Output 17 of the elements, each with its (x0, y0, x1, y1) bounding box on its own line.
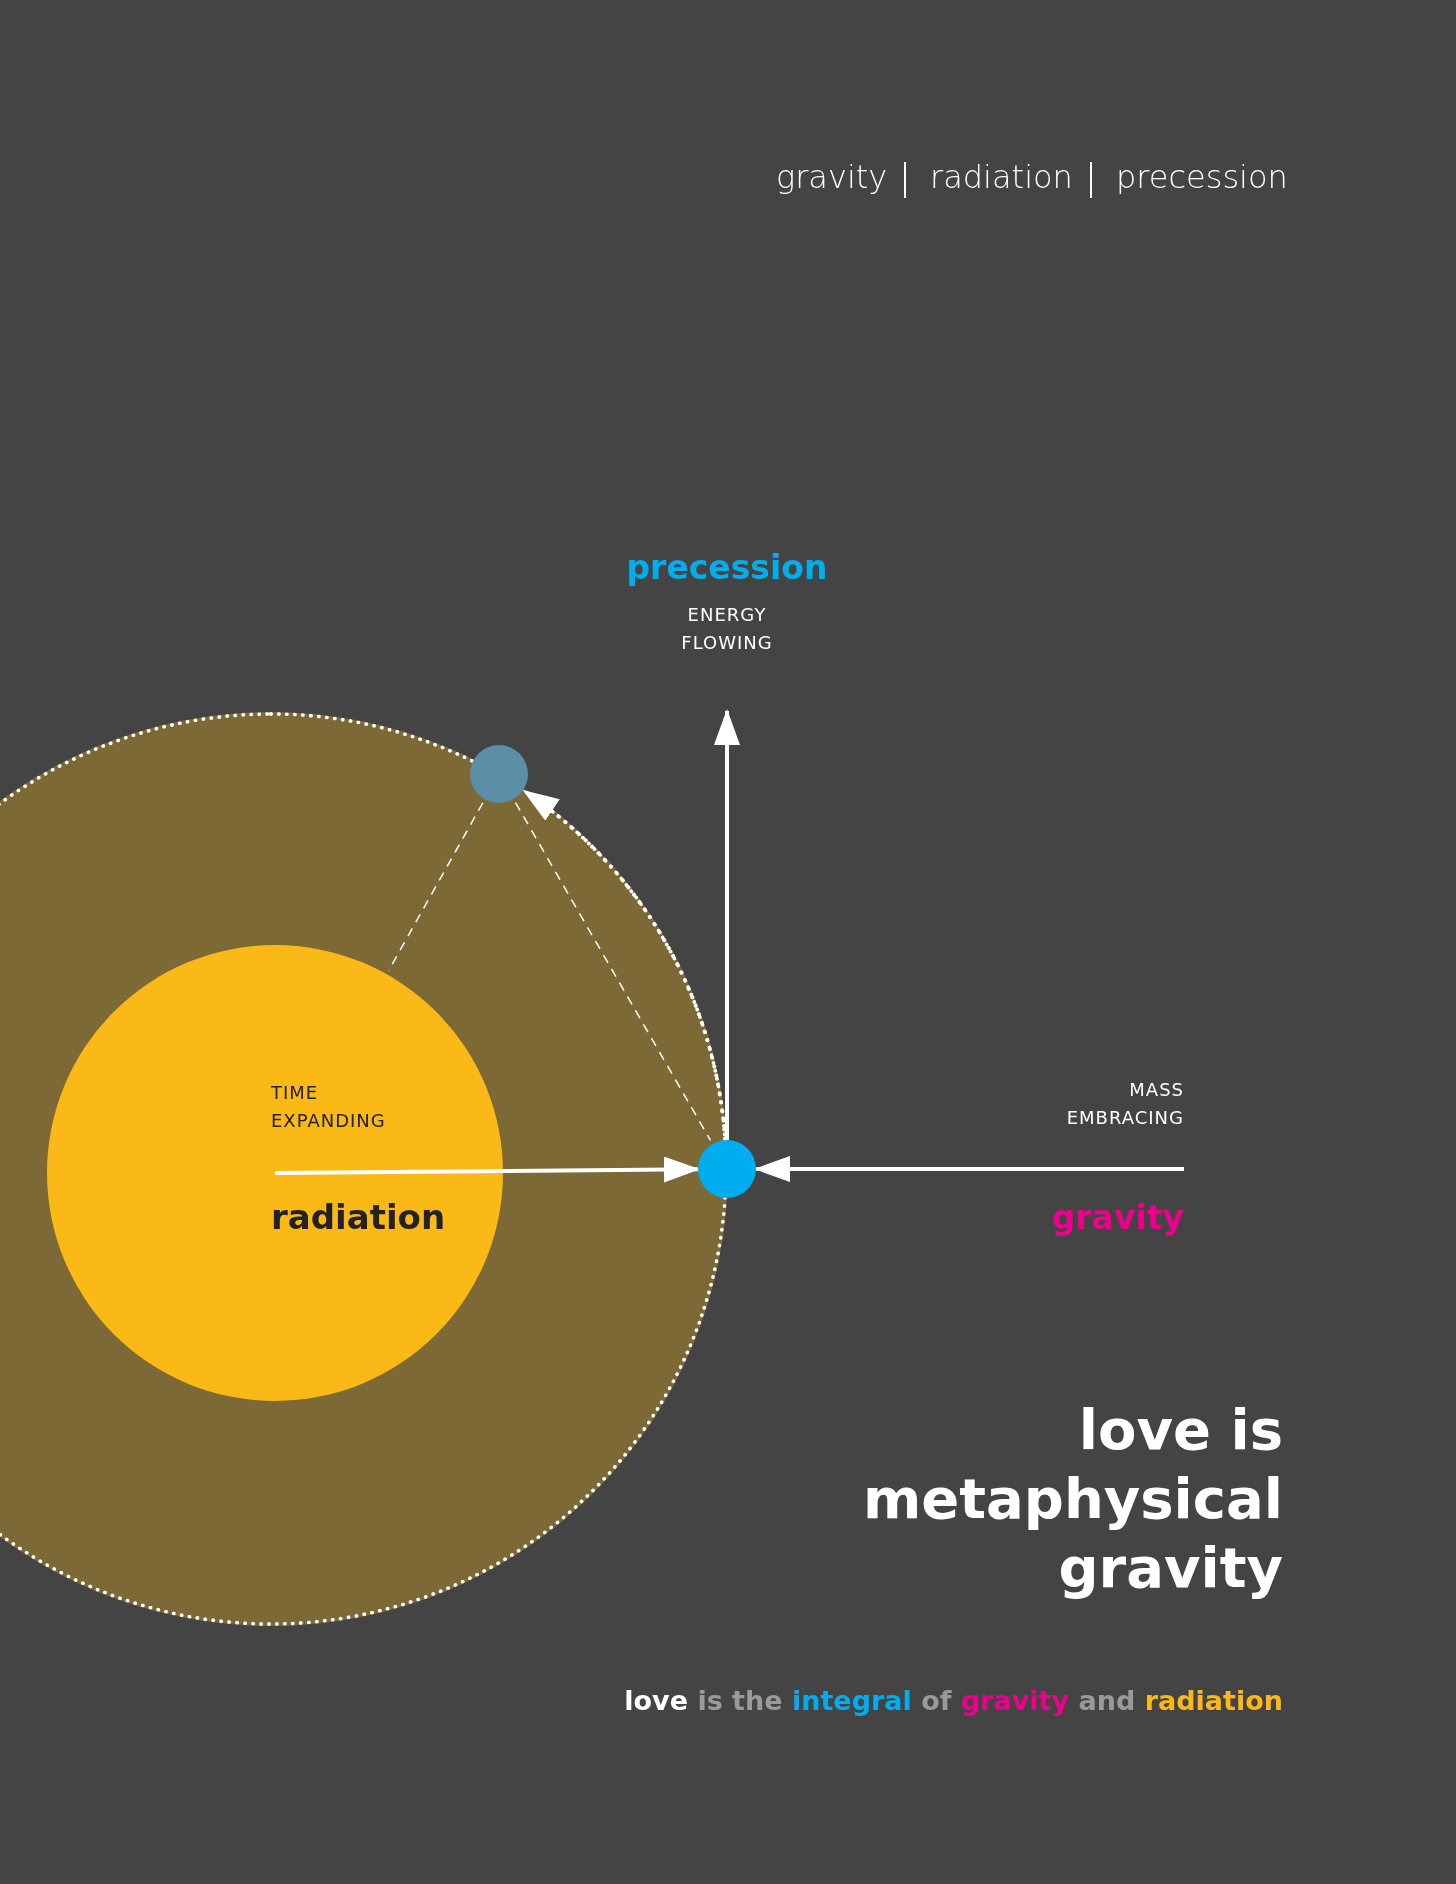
axis-label: ENERGY FLOWING (680, 603, 774, 655)
caption-text: love is the integral of gravity and radiation (624, 1685, 1283, 1716)
header-label: gravity (776, 158, 888, 196)
center-dot (698, 1140, 756, 1198)
dashed-line (387, 802, 484, 972)
axis-title: gravity (1050, 1198, 1184, 1237)
headline: love is metaphysical gravity (861, 1396, 1283, 1602)
planet-dot (470, 745, 528, 803)
axis-label: MASS EMBRACING (1065, 1078, 1184, 1130)
arrow (714, 709, 740, 1140)
header-label: precession (1116, 158, 1288, 196)
axis-title: radiation (271, 1197, 446, 1237)
arrow (275, 1156, 700, 1183)
header-label: radiation (930, 158, 1073, 196)
axis-label: TIME EXPANDING (271, 1081, 387, 1133)
arrow (754, 1156, 1184, 1182)
axis-title: precession (625, 548, 829, 587)
